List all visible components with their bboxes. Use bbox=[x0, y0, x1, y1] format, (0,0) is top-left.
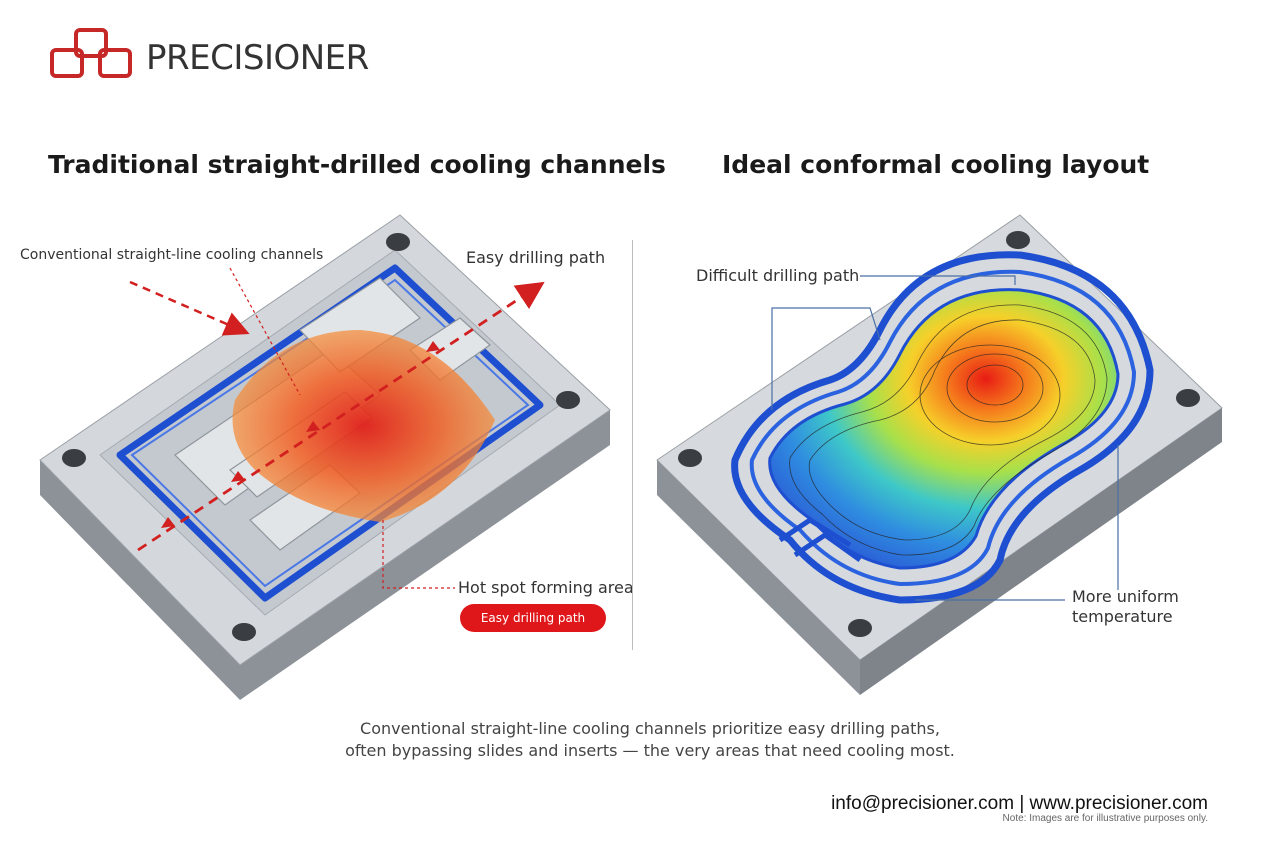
illustration-note: Note: Images are for illustrative purpos… bbox=[1002, 813, 1208, 824]
drilling-arrowheads bbox=[161, 341, 440, 528]
easy-drilling-path-badge: Easy drilling path bbox=[460, 604, 606, 632]
panel-divider bbox=[632, 240, 633, 650]
conventional-channels-label: Conventional straight-line cooling chann… bbox=[20, 247, 324, 263]
corner-holes bbox=[678, 231, 1200, 637]
conventional-leader-line bbox=[229, 267, 301, 396]
uniform-temperature-label: More uniform temperature bbox=[1072, 587, 1179, 627]
difficult-drilling-path-label: Difficult drilling path bbox=[696, 266, 860, 285]
mold-base-left-side bbox=[657, 460, 860, 695]
easy-drilling-path-label: Easy drilling path bbox=[466, 248, 606, 267]
callout-lines bbox=[771, 275, 1119, 601]
easy-drilling-arrow bbox=[137, 281, 545, 552]
caption: Conventional straight-line cooling chann… bbox=[300, 718, 1000, 762]
brand-logo-icon bbox=[50, 28, 132, 78]
conformal-channel-outer bbox=[731, 251, 1154, 604]
contact-info: info@precisioner.com | www.precisioner.c… bbox=[831, 793, 1208, 814]
uniform-temperature-line2: temperature bbox=[1072, 607, 1173, 626]
hot-spot-leader-line bbox=[382, 520, 455, 589]
mold-base-side bbox=[40, 410, 610, 700]
hot-spot-label: Hot spot forming area bbox=[458, 578, 634, 597]
left-mold-illustration bbox=[39, 214, 611, 700]
conventional-channel-arrow bbox=[129, 280, 250, 336]
caption-line-2: often bypassing slides and inserts — the… bbox=[345, 741, 955, 760]
right-mold-illustration bbox=[656, 214, 1223, 695]
brand-name: PRECISIONER bbox=[146, 38, 369, 78]
right-panel-title: Ideal conformal cooling layout bbox=[722, 150, 1150, 179]
temperature-field bbox=[768, 288, 1120, 570]
caption-line-1: Conventional straight-line cooling chann… bbox=[360, 719, 940, 738]
left-panel-title: Traditional straight-drilled cooling cha… bbox=[48, 150, 666, 179]
conformal-channel-middle bbox=[749, 269, 1137, 587]
inlet-outlet-pipes bbox=[778, 517, 862, 563]
temperature-contours bbox=[789, 304, 1108, 556]
corner-holes bbox=[62, 233, 580, 641]
hot-spot-area bbox=[232, 330, 495, 522]
uniform-temperature-line1: More uniform bbox=[1072, 587, 1179, 606]
mold-base-right-side bbox=[860, 408, 1222, 695]
